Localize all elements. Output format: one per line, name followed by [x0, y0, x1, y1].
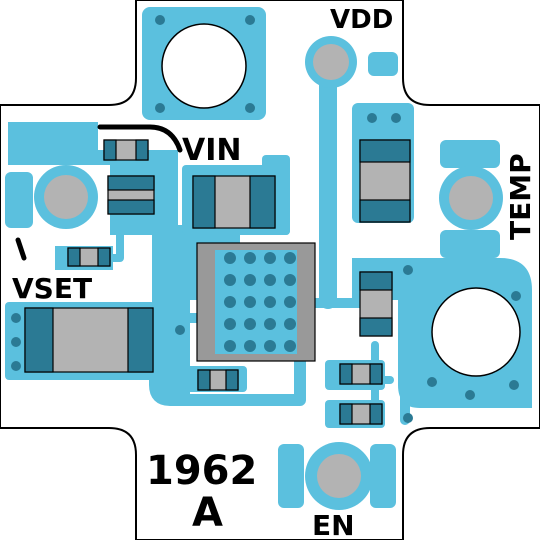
revision-label: A	[192, 490, 223, 536]
ic-pad-array	[215, 250, 297, 354]
temp-label: TEMP	[504, 153, 537, 240]
via-pads	[44, 44, 493, 498]
mounting-holes	[161, 23, 521, 377]
components	[24, 139, 411, 425]
vin-label: VIN	[182, 133, 242, 168]
silkscreen-marks	[15, 124, 183, 261]
en-label: EN	[312, 509, 355, 540]
part-number-label: 1962	[146, 448, 257, 494]
vdd-label: VDD	[330, 5, 393, 35]
vset-label: VSET	[12, 272, 92, 305]
